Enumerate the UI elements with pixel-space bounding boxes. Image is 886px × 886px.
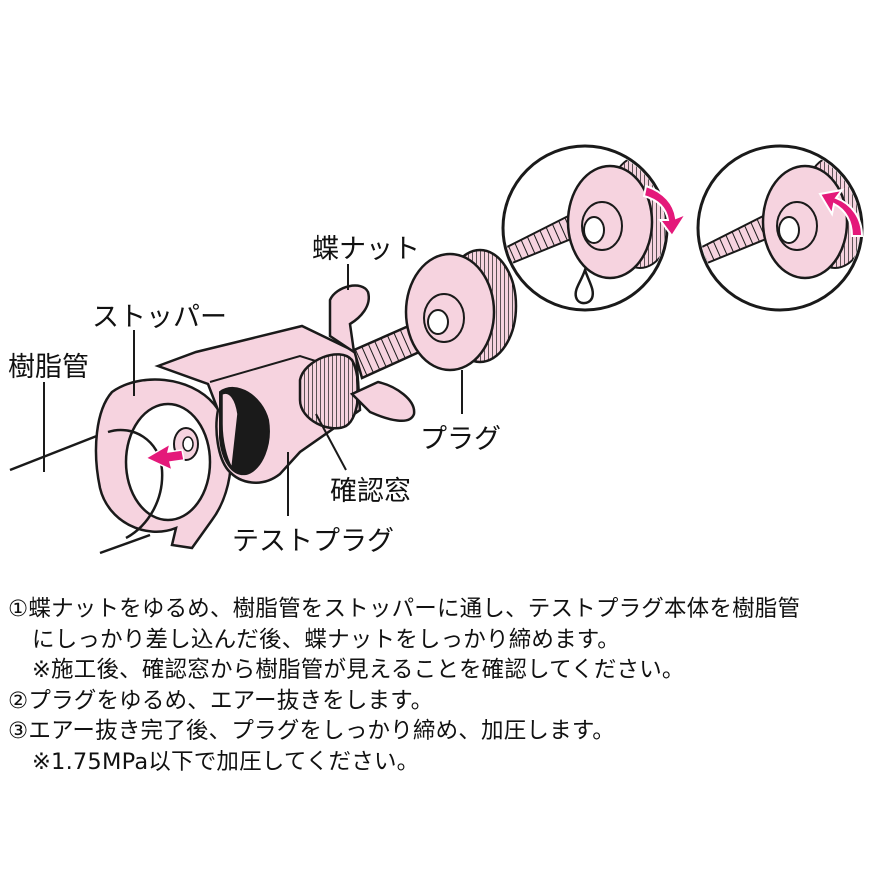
label-test-plug: テストプラグ [232, 526, 394, 557]
label-stopper: ストッパー [92, 302, 227, 333]
main-assembly [8, 248, 518, 560]
step-3-note: ※1.75MPa以下で加圧してください。 [32, 748, 420, 775]
step-1-line-1: ①蝶ナットをゆるめ、樹脂管をストッパーに通し、テストプラグ本体を樹脂管 [8, 596, 801, 622]
butterfly-nut [328, 284, 416, 422]
knurled-collar [298, 353, 360, 430]
step-1-line-2: にしっかり差し込んだ後、蝶ナットをしっかり締めます。 [32, 626, 620, 653]
water-drop-icon [574, 266, 594, 305]
rotate-tighten-arrow-icon [818, 188, 864, 237]
step-2: ②プラグをゆるめ、エアー抜きをします。 [8, 687, 434, 714]
step-1-note: ※施工後、確認窓から樹脂管が見えることを確認してください。 [32, 657, 685, 683]
step-3: ③エアー抜き完了後、プラグをしっかり締め、加圧します。 [8, 718, 615, 744]
label-inspection-window: 確認窓 [330, 476, 411, 507]
label-resin-pipe: 樹脂管 [8, 352, 89, 383]
label-butterfly-nut: 蝶ナット [312, 234, 420, 265]
leader-lines [43, 264, 463, 516]
instructions: ①蝶ナットをゆるめ、樹脂管をストッパーに通し、テストプラグ本体を樹脂管 にしっか… [8, 594, 880, 777]
plug [404, 248, 518, 372]
detail-circle-loosen [501, 144, 689, 312]
test-plug-diagram: 蝶ナット ストッパー 樹脂管 プラグ 確認窓 テストプラグ [8, 144, 864, 560]
label-plug: プラグ [420, 424, 501, 455]
rotate-loosen-arrow-icon [642, 184, 689, 238]
insert-direction-arrow-icon [144, 442, 185, 472]
detail-circle-tighten [696, 144, 864, 312]
